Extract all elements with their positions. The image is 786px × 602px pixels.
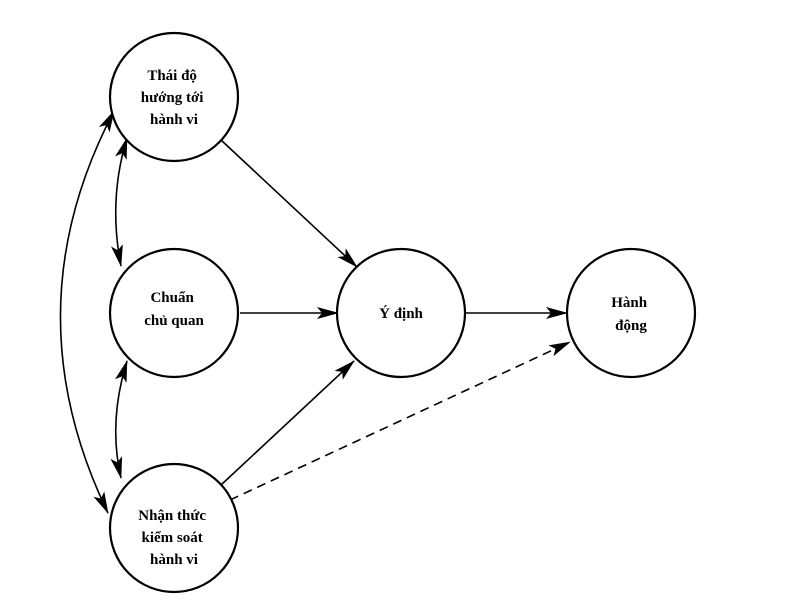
node-pbc-line-2: kiểm soát (142, 530, 203, 546)
svg-text:Ý định: Ý định (379, 305, 423, 322)
dashed-arrow-pbc-to-behavior (229, 341, 571, 501)
svg-text:Hành động: Hành động (611, 295, 651, 334)
node-behavior: Hành động (565, 247, 697, 379)
double-arrow-norm-pbc (110, 360, 128, 479)
double-arrow-attitude-norm (111, 137, 128, 267)
node-attitude-line-1: Thái độ (147, 68, 197, 84)
node-attitude: Thái độ hướng tới hành vi (108, 31, 240, 163)
double-arrow-attitude-pbc (59, 110, 115, 514)
node-attitude-line-3: hành vi (150, 112, 198, 128)
svg-text:Chuẩn chủ quan: Chuẩn chủ quan (144, 290, 204, 329)
node-behavior-line-1: Hành (611, 295, 648, 311)
node-behavior-line-2: động (615, 318, 647, 334)
svg-text:Thái độ hướng tới: Thái độ hướng tới hành vi (141, 68, 207, 128)
node-attitude-line-2: hướng tới (141, 90, 204, 106)
node-norm-line-1: Chuẩn (150, 290, 194, 306)
arrow-attitude-to-intention (220, 139, 358, 268)
node-intention: Ý định (335, 247, 467, 379)
node-pbc-line-3: hành vi (150, 552, 198, 568)
node-norm-line-2: chủ quan (144, 313, 204, 329)
node-subjective-norm: Chuẩn chủ quan (108, 247, 240, 379)
node-perceived-control: Nhận thức kiểm soát hành vi (108, 462, 240, 594)
svg-text:Nhận thức kiểm soát: Nhận thức kiểm soát hành vi (138, 508, 210, 568)
node-intention-label: Ý định (379, 305, 423, 322)
node-pbc-line-1: Nhận thức (138, 508, 206, 524)
arrow-pbc-to-intention (220, 360, 355, 486)
